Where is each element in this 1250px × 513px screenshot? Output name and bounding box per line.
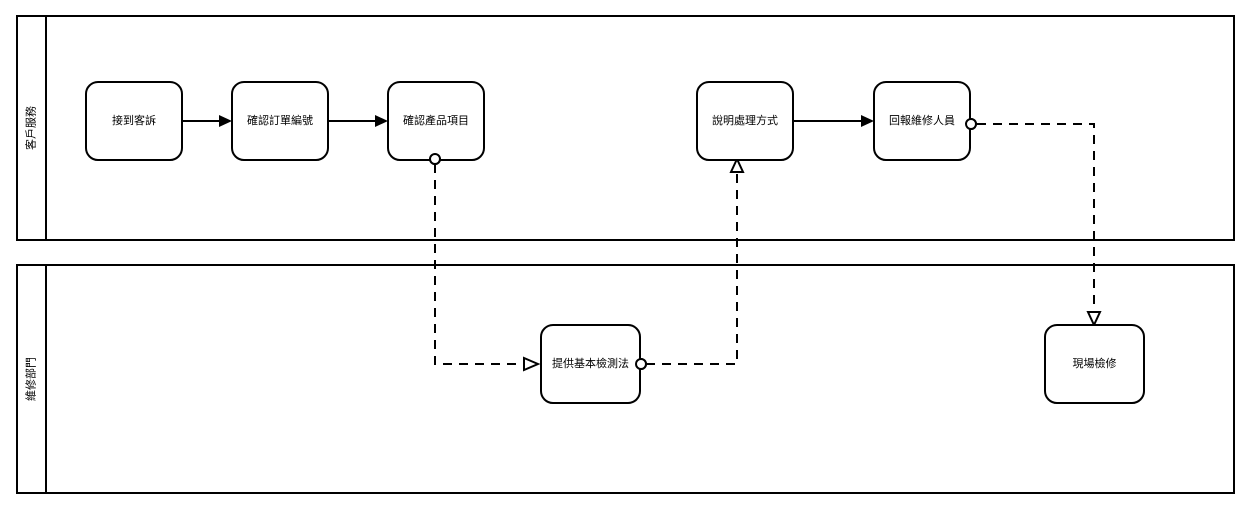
task-confirm-order-number-label: 確認訂單編號	[247, 113, 313, 127]
task-explain-handling-method-label: 說明處理方式	[712, 113, 778, 127]
task-onsite-repair[interactable]: 現場檢修	[1044, 324, 1145, 404]
task-confirm-product-item[interactable]: 確認產品項目	[387, 81, 485, 161]
task-confirm-product-item-label: 確認產品項目	[403, 113, 469, 127]
task-explain-handling-method[interactable]: 說明處理方式	[696, 81, 794, 161]
flow-confirm-order-to-confirm-product	[328, 115, 388, 127]
msgflow-basic-test-to-explain-arrowhead	[729, 156, 745, 173]
task-receive-complaint-shape	[85, 81, 183, 161]
task-provide-basic-test-method[interactable]: 提供基本檢測法	[540, 324, 641, 404]
endpoint-circle-confirm-product-item	[429, 153, 441, 165]
flow-confirm-order-to-confirm-product-arrowhead	[375, 115, 388, 127]
flow-explain-to-report-arrowhead	[861, 115, 874, 127]
task-receive-complaint[interactable]: 接到客訴	[85, 81, 183, 161]
task-report-to-repair-staff-label: 回報維修人員	[889, 113, 955, 127]
lane-customer-service[interactable]: 客戶服務	[16, 15, 1235, 241]
lane-customer-service-body	[16, 15, 1235, 241]
task-provide-basic-test-method-label: 提供基本檢測法	[552, 356, 629, 370]
msgflow-report-to-onsite-repair-line	[977, 123, 1095, 312]
task-confirm-order-number-shape	[231, 81, 329, 161]
message-endpoint-overlay	[429, 118, 977, 370]
endpoint-circle-report-repair-staff	[965, 118, 977, 130]
task-onsite-repair-label: 現場檢修	[1073, 356, 1117, 370]
task-report-to-repair-staff[interactable]: 回報維修人員	[873, 81, 971, 161]
task-confirm-order-number[interactable]: 確認訂單編號	[231, 81, 329, 161]
msgflow-report-to-onsite-repair-arrowhead	[1086, 311, 1102, 328]
msgflow-product-item-to-basic-test-line	[434, 164, 524, 365]
task-onsite-repair-shape	[1044, 324, 1145, 404]
flow-explain-to-report	[793, 115, 874, 127]
lane-customer-service-label: 客戶服務	[24, 106, 38, 150]
task-layer: 接到客訴 確認訂單編號 確認產品項目 說明處理方式 回報維修人員 提供基本檢測法	[85, 81, 1145, 404]
sequence-flow-layer	[182, 115, 874, 127]
flow-receive-to-confirm-order-arrowhead	[219, 115, 232, 127]
endpoint-circle-provide-basic-test	[635, 358, 647, 370]
task-receive-complaint-label: 接到客訴	[112, 113, 156, 127]
task-explain-handling-method-shape	[696, 81, 794, 161]
lane-repair-department-label: 維修部門	[24, 357, 38, 401]
flow-receive-to-confirm-order	[182, 115, 232, 127]
msgflow-product-item-to-basic-test-arrowhead	[523, 356, 541, 372]
